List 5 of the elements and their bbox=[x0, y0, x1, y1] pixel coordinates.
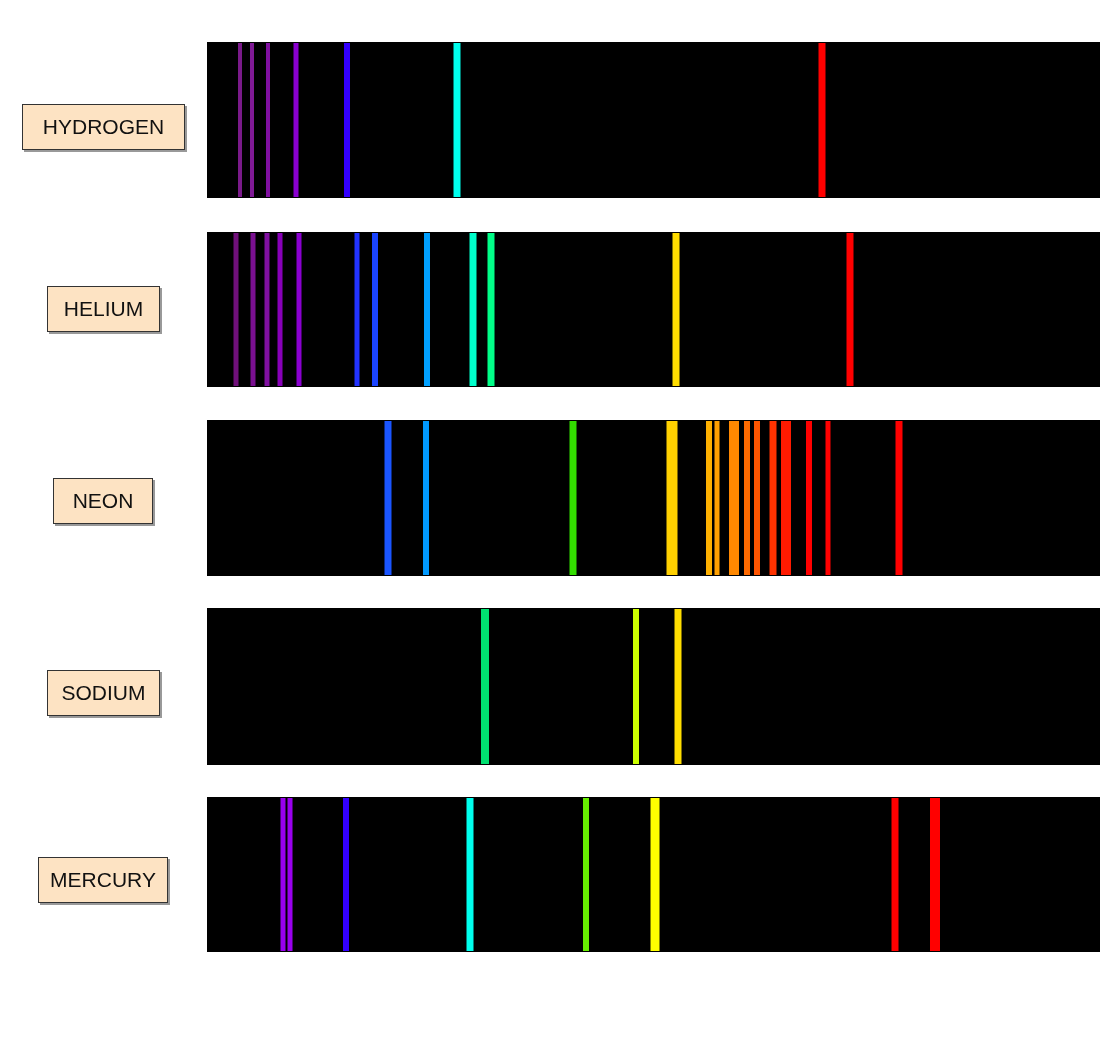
element-label: HELIUM bbox=[47, 286, 160, 332]
element-label: NEON bbox=[53, 478, 153, 524]
element-label: MERCURY bbox=[38, 857, 168, 903]
element-label: SODIUM bbox=[47, 670, 160, 716]
element-label: HYDROGEN bbox=[22, 104, 185, 150]
